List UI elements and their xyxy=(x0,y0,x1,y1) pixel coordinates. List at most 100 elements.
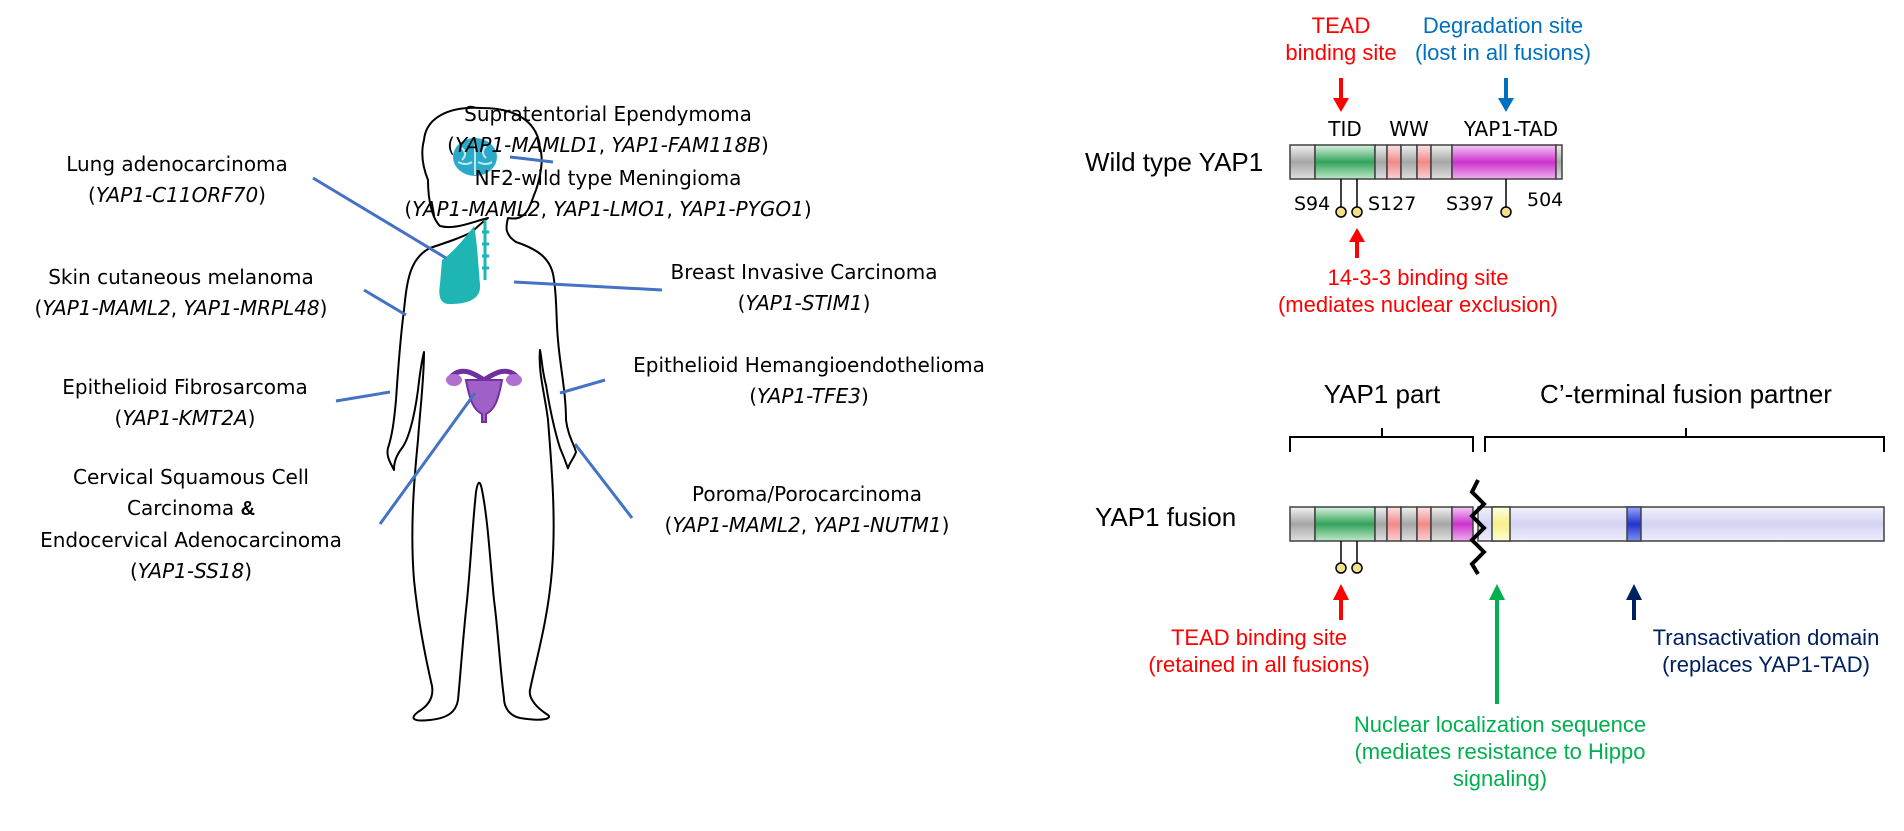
tumor-label-lung: Lung adenocarcinoma (YAP1-C11ORF70) xyxy=(66,149,288,211)
tumor-label-fibrosarcoma: Epithelioid Fibrosarcoma (YAP1-KMT2A) xyxy=(62,372,307,434)
wt-tid-domain xyxy=(1314,144,1376,180)
tumor-label-ependymoma: Supratentorial Ependymoma (YAP1-MAMLD1, … xyxy=(447,99,769,161)
wt-segment-n xyxy=(1289,144,1316,180)
gene-separator: , xyxy=(800,513,814,537)
tumor-name: Endocervical Adenocarcinoma xyxy=(40,528,342,552)
nls-segment xyxy=(1491,506,1511,542)
yap1-fusion-label: YAP1 fusion xyxy=(1095,502,1237,532)
tumor-genes: (YAP1-MAMLD1, YAP1-FAM118B) xyxy=(447,133,769,157)
fusion-phospho-sites xyxy=(1335,541,1363,574)
gene: YAP1-NUTM1 xyxy=(813,513,942,537)
tumor-name: Cervical Squamous Cell xyxy=(73,465,309,489)
wt-segment-c xyxy=(1555,144,1563,180)
site-s127-marker xyxy=(1351,206,1363,218)
tumor-genes: (YAP1-MAML2, YAP1-MRPL48) xyxy=(34,296,328,320)
tumor-name: Epithelioid Hemangioendothelioma xyxy=(633,353,985,377)
partner-label: C’-terminal fusion partner xyxy=(1540,379,1832,409)
fu-ww1-domain xyxy=(1386,506,1402,542)
yap1-part-brace xyxy=(1289,428,1474,452)
site-label-s94: S94 xyxy=(1294,193,1331,215)
gene: YAP1-KMT2A xyxy=(122,406,248,430)
fusion-bar xyxy=(1289,506,1885,542)
gene: YAP1-MAML2 xyxy=(672,513,801,537)
gene: YAP1-FAM118B xyxy=(611,133,762,157)
wt-ww1-domain xyxy=(1386,144,1402,180)
tumor-label-breast: Breast Invasive Carcinoma (YAP1-STIM1) xyxy=(670,257,937,319)
gene: YAP1-MRPL48 xyxy=(183,296,320,320)
site-s397-marker xyxy=(1500,206,1512,218)
leader-hemangio xyxy=(559,378,606,395)
label-line: 14-3-3 binding site xyxy=(1327,265,1509,290)
tumor-label-hemangioendothelioma: Epithelioid Hemangioendothelioma (YAP1-T… xyxy=(633,350,985,412)
leader-fibrosarcoma xyxy=(335,390,391,403)
tumor-genes: (YAP1-MAML2, YAP1-NUTM1) xyxy=(664,513,950,537)
label-line: (replaces YAP1-TAD) xyxy=(1662,652,1870,677)
fusion-arrows xyxy=(1333,584,1642,704)
leader-lines xyxy=(312,155,663,525)
wt-arrows xyxy=(1333,78,1514,258)
wt-linker-2 xyxy=(1400,144,1418,180)
leader-ependymoma xyxy=(509,155,554,164)
degradation-arrow xyxy=(1498,98,1514,112)
wt-phospho-sites xyxy=(1335,179,1512,218)
gene-separator: , xyxy=(598,133,612,157)
wt-ww2-domain xyxy=(1416,144,1432,180)
domain-label-ww: WW xyxy=(1389,117,1429,141)
label-line: Degradation site xyxy=(1422,13,1584,38)
tumor-label-meningioma: NF2-wild type Meningioma (YAP1-MAML2, YA… xyxy=(404,163,811,225)
nls-label: Nuclear localization sequence (mediates … xyxy=(1354,711,1646,792)
tumor-name: Carcinoma & xyxy=(40,493,342,525)
tumor-genes: (YAP1-KMT2A) xyxy=(114,406,256,430)
wt-linker-3 xyxy=(1430,144,1453,180)
tumor-genes: (YAP1-MAML2, YAP1-LMO1, YAP1-PYGO1) xyxy=(404,197,812,221)
tumor-name-part: Carcinoma xyxy=(126,496,235,520)
leader-breast xyxy=(513,280,663,292)
leader-cervical xyxy=(378,392,477,525)
gene-separator: , xyxy=(170,296,184,320)
tumor-name: Poroma/Porocarcinoma xyxy=(692,482,922,506)
gene: YAP1-SS18 xyxy=(137,559,245,583)
brain-icon xyxy=(453,138,497,176)
tumor-name: Breast Invasive Carcinoma xyxy=(670,260,938,284)
tead-arrow xyxy=(1333,98,1349,112)
label-line: TEAD binding site xyxy=(1170,625,1348,650)
fu-tad-remnant xyxy=(1451,506,1474,542)
gene: YAP1-MAML2 xyxy=(42,296,171,320)
transactivation-label: Transactivation domain (replaces YAP1-TA… xyxy=(1653,624,1880,678)
gene: YAP1-STIM1 xyxy=(745,291,863,315)
gene: YAP1-TFE3 xyxy=(757,384,861,408)
label-line: (retained in all fusions) xyxy=(1148,652,1370,677)
tumor-genes: (YAP1-TFE3) xyxy=(749,384,869,408)
wt-linker-1 xyxy=(1374,144,1388,180)
tumor-label-poroma: Poroma/Porocarcinoma (YAP1-MAML2, YAP1-N… xyxy=(665,479,950,541)
lung-icon xyxy=(439,220,489,304)
label-line: TEAD xyxy=(1311,13,1371,38)
wt-tead-binding-label: TEAD binding site xyxy=(1285,12,1396,66)
tumor-genes: (YAP1-STIM1) xyxy=(737,291,871,315)
label-line: (mediates resistance to Hippo xyxy=(1354,739,1646,764)
gene: YAP1-PYGO1 xyxy=(679,197,804,221)
gene: YAP1-LMO1 xyxy=(553,197,667,221)
label-line: Transactivation domain xyxy=(1652,625,1880,650)
label-line: binding site xyxy=(1285,40,1397,65)
site-s94-marker xyxy=(1335,206,1347,218)
uterus-icon xyxy=(446,368,522,423)
body-silhouette xyxy=(386,106,577,722)
fu-segment-n xyxy=(1289,506,1316,542)
leader-lung xyxy=(312,176,447,260)
wt-degradation-label: Degradation site (lost in all fusions) xyxy=(1415,12,1591,66)
fusion-tead-label: TEAD binding site (retained in all fusio… xyxy=(1148,624,1369,678)
domain-label-tad: YAP1-TAD xyxy=(1463,117,1559,141)
binding1433-label: 14-3-3 binding site (mediates nuclear ex… xyxy=(1278,264,1558,318)
leader-melanoma xyxy=(363,288,407,317)
gene: YAP1-MAMLD1 xyxy=(454,133,599,157)
site-label-s397: S397 xyxy=(1446,193,1495,215)
nls-arrow xyxy=(1489,584,1505,600)
label-line: (mediates nuclear exclusion) xyxy=(1277,292,1559,317)
partner-brace xyxy=(1484,428,1885,452)
fu-tid-domain xyxy=(1314,506,1376,542)
fusion-tead-arrow xyxy=(1333,584,1349,600)
yap1-part-label: YAP1 part xyxy=(1323,379,1441,409)
partner-tad-segment xyxy=(1626,506,1642,542)
